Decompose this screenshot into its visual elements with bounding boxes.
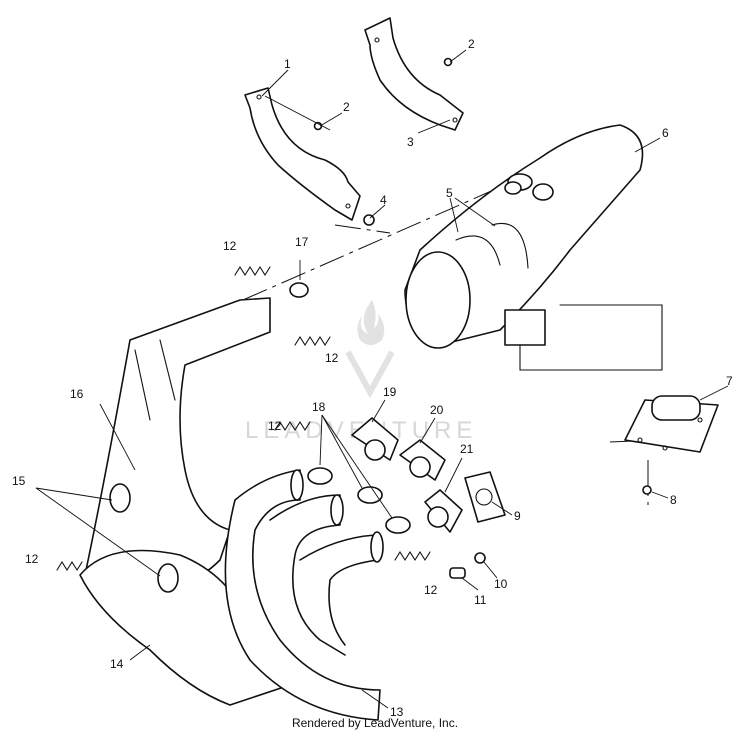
callout-12a: 12 [223, 239, 237, 253]
spring-part-12b[interactable] [294, 335, 331, 347]
callout-19: 19 [383, 385, 397, 399]
credit-text: Rendered by LeadVenture, Inc. [291, 716, 459, 730]
bolt-part-8[interactable] [642, 485, 652, 495]
flange-part-7[interactable] [624, 395, 719, 453]
callout-6: 6 [662, 126, 669, 140]
clamp-part-17[interactable] [289, 282, 309, 298]
callout-9: 9 [514, 509, 521, 523]
callout-4: 4 [380, 193, 387, 207]
callout-8: 8 [670, 493, 677, 507]
callout-2a: 2 [343, 100, 350, 114]
washer-part-10[interactable] [474, 552, 486, 564]
header-pipe-part-13[interactable] [224, 469, 384, 721]
callout-21: 21 [460, 442, 474, 456]
callout-18: 18 [312, 400, 326, 414]
callout-5: 5 [446, 186, 453, 200]
spring-part-12a[interactable] [234, 265, 271, 277]
callout-2b: 2 [468, 37, 475, 51]
callout-12e: 12 [424, 583, 438, 597]
bolt-part-2b[interactable] [443, 57, 453, 67]
bracket-part-3[interactable] [364, 17, 464, 131]
spring-part-12c[interactable] [274, 420, 311, 432]
callout-20: 20 [430, 403, 444, 417]
callout-10: 10 [494, 577, 508, 591]
gasket-part-9[interactable] [464, 471, 506, 523]
callout-15: 15 [12, 474, 26, 488]
callout-13: 13 [390, 705, 404, 719]
callout-1: 1 [284, 57, 291, 71]
spring-part-12e[interactable] [394, 550, 431, 562]
flange-part-19[interactable] [351, 417, 399, 461]
callout-14: 14 [110, 657, 124, 671]
callout-16: 16 [70, 387, 84, 401]
callout-17: 17 [295, 235, 309, 249]
callout-7: 7 [726, 374, 733, 388]
callout-3: 3 [407, 135, 414, 149]
flange-part-21[interactable] [424, 489, 463, 533]
bracket-part-1[interactable] [244, 87, 361, 221]
nut-part-4[interactable] [363, 214, 375, 226]
callout-12b: 12 [325, 351, 339, 365]
bolt-part-11[interactable] [449, 567, 466, 579]
spring-mount-part-15[interactable] [109, 483, 179, 593]
callout-11: 11 [474, 593, 487, 607]
callout-12c: 12 [268, 419, 282, 433]
silencer-part-6[interactable] [404, 124, 644, 349]
clamp-part-18[interactable] [307, 467, 411, 534]
spring-part-12d[interactable] [56, 560, 83, 572]
callout-12d: 12 [25, 552, 39, 566]
flange-part-20[interactable] [399, 439, 446, 481]
